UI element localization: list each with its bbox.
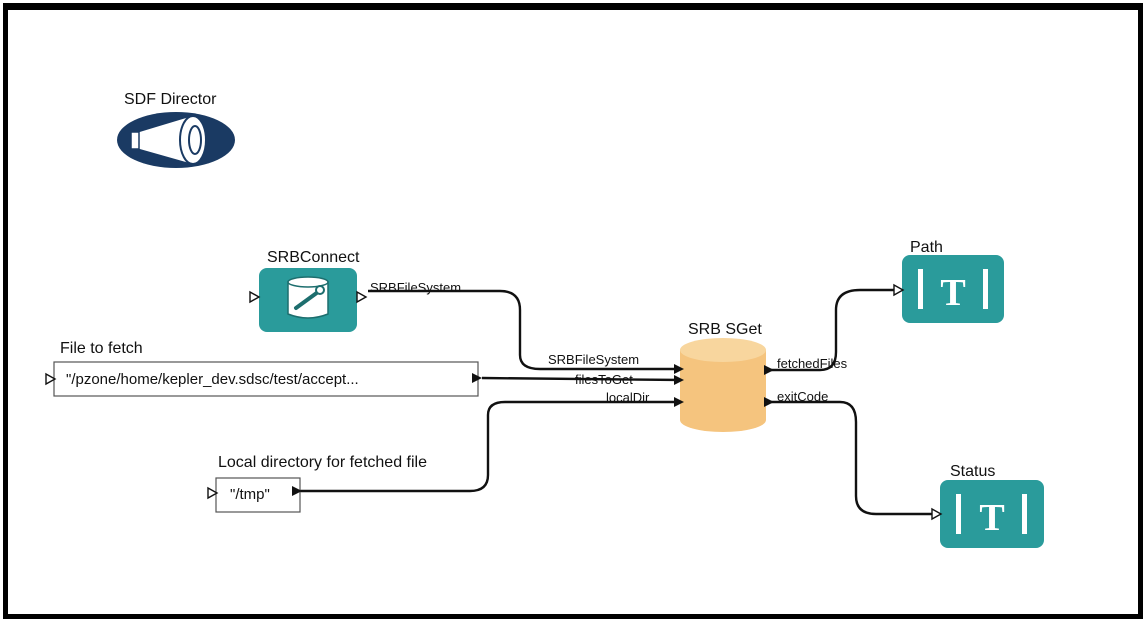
wire-file-to-sget bbox=[481, 376, 685, 382]
srb-connect-label: SRBConnect bbox=[267, 249, 360, 266]
dir-param-input-port[interactable] bbox=[207, 486, 219, 500]
dir-param-value: "/tmp" bbox=[230, 486, 270, 503]
sget-input-port-3[interactable] bbox=[674, 397, 684, 407]
sget-output-label-1: fetchedFiles bbox=[777, 356, 848, 371]
wire-sget-to-status bbox=[768, 400, 940, 516]
path-input-port[interactable] bbox=[893, 283, 905, 297]
wire-sget-to-path bbox=[768, 288, 902, 372]
cylinder-icon bbox=[680, 338, 766, 432]
status-display-actor[interactable]: Status T bbox=[931, 463, 1044, 548]
status-glyph: T bbox=[979, 497, 1004, 539]
text-display-icon: T bbox=[918, 269, 988, 314]
path-body bbox=[902, 255, 1004, 323]
sget-label: SRB SGet bbox=[688, 321, 762, 338]
path-display-actor[interactable]: Path T bbox=[893, 239, 1004, 323]
dir-param-box bbox=[215, 477, 301, 513]
sget-output-port-2[interactable] bbox=[764, 397, 774, 407]
sget-output-label-2: exitCode bbox=[777, 389, 828, 404]
status-label: Status bbox=[950, 463, 995, 480]
file-to-fetch-param[interactable]: File to fetch "/pzone/home/kepler_dev.sd… bbox=[45, 340, 482, 397]
dir-param-label: Local directory for fetched file bbox=[218, 454, 427, 471]
director-label: SDF Director bbox=[124, 91, 217, 108]
status-body bbox=[940, 480, 1044, 548]
sget-input-label-1: SRBFileSystem bbox=[548, 352, 639, 367]
database-wrench-icon bbox=[287, 276, 329, 319]
file-param-input-port[interactable] bbox=[45, 372, 57, 386]
dir-param-output-port[interactable] bbox=[292, 486, 302, 496]
file-param-output-port[interactable] bbox=[472, 373, 482, 383]
srb-sget-actor[interactable]: SRB SGet SRBFileSystem filesToGet localD… bbox=[548, 321, 848, 432]
path-label: Path bbox=[910, 239, 943, 256]
srb-connect-output-port[interactable] bbox=[356, 290, 368, 304]
sget-input-label-2: filesToGet bbox=[575, 372, 633, 387]
file-param-value: "/pzone/home/kepler_dev.sdsc/test/accept… bbox=[66, 371, 359, 388]
sget-output-port-1[interactable] bbox=[764, 365, 774, 375]
sget-input-port-2[interactable] bbox=[674, 375, 684, 385]
wire-srbconnect-to-sget bbox=[368, 289, 684, 371]
sget-input-port-1[interactable] bbox=[674, 364, 684, 374]
canvas-frame bbox=[3, 3, 1143, 619]
megaphone-icon bbox=[130, 114, 207, 165]
text-display-icon: T bbox=[956, 494, 1027, 539]
srb-connect-output-label: SRBFileSystem bbox=[370, 280, 461, 295]
srb-connect-input-port[interactable] bbox=[249, 290, 261, 304]
sdf-director[interactable]: SDF Director bbox=[117, 91, 235, 168]
status-input-port[interactable] bbox=[931, 507, 943, 521]
wire-dir-to-sget bbox=[300, 400, 684, 493]
path-glyph: T bbox=[940, 272, 965, 314]
file-param-label: File to fetch bbox=[60, 340, 143, 357]
sget-input-label-3: localDir bbox=[606, 390, 650, 405]
srb-connect-actor[interactable]: SRBConnect SRBFileSystem bbox=[249, 249, 461, 332]
local-dir-param[interactable]: Local directory for fetched file "/tmp" bbox=[207, 454, 427, 513]
